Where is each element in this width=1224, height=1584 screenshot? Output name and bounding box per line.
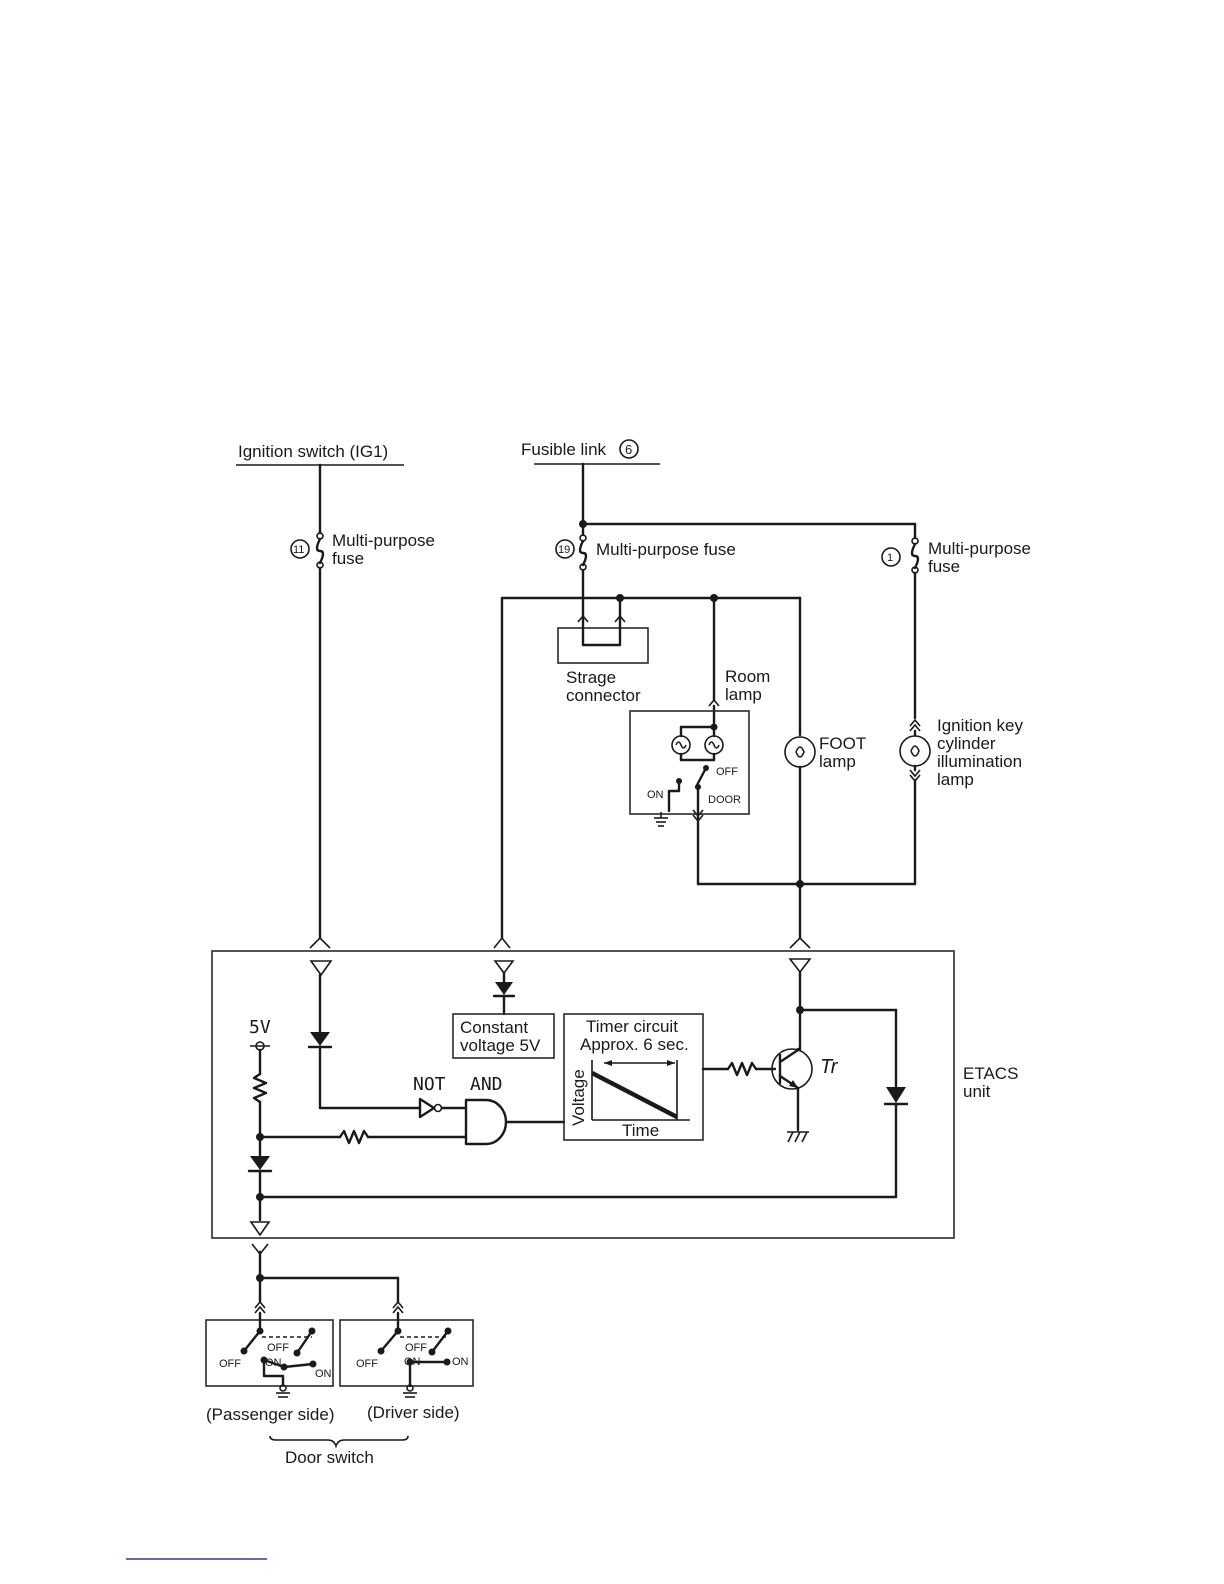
room-door-label: DOOR	[708, 794, 741, 806]
etacs-label-1: ETACS	[963, 1064, 1018, 1083]
constant-voltage-block: Constant voltage 5V	[452, 1013, 555, 1059]
fuse-11-label-2: fuse	[332, 549, 364, 568]
driver-on-label-2: ON	[452, 1356, 469, 1368]
not-gate-label: NOT	[413, 1074, 446, 1095]
not-gate	[418, 1097, 468, 1119]
fusible-link-label: Fusible link	[521, 440, 607, 459]
foot-lamp-label-2: lamp	[819, 752, 856, 771]
door-switch-brace	[269, 1435, 409, 1449]
fuse-19-label: Multi-purpose fuse	[596, 540, 736, 559]
constant-label-2: voltage 5V	[460, 1036, 541, 1055]
and-gate	[464, 1098, 566, 1146]
transistor-label: Tr	[820, 1056, 839, 1078]
room-on-label: ON	[647, 789, 664, 801]
fuse-1-label-1: Multi-purpose	[928, 539, 1031, 558]
timer-circuit-block: Timer circuit Approx. 6 sec. Voltage Tim…	[563, 1013, 704, 1141]
ign-lamp-label-2: cylinder	[937, 734, 996, 753]
ign-lamp-label-4: lamp	[937, 770, 974, 789]
transistor-tr: Tr	[771, 1048, 839, 1090]
fuse-11: 11 Multi-purpose fuse	[290, 463, 435, 940]
timer-label-2: Approx. 6 sec.	[580, 1035, 689, 1054]
driver-on-label-1: ON	[404, 1356, 421, 1368]
ign-lamp-label-3: illumination	[937, 752, 1022, 771]
door-switch-driver: OFF OFF ON ON	[339, 1311, 474, 1398]
fuse-1-number: 1	[887, 552, 893, 564]
fuse-1: 1 Multi-purpose fuse	[881, 522, 1031, 576]
and-gate-label: AND	[470, 1074, 503, 1095]
room-lamp-label-2: lamp	[725, 685, 762, 704]
door-switch-label: Door switch	[285, 1448, 374, 1467]
room-lamp: Room lamp OFF ON DOOR	[629, 596, 770, 886]
driver-side-label: (Driver side)	[367, 1403, 460, 1422]
fuse-11-number: 11	[293, 544, 304, 556]
timer-axis-voltage: Voltage	[569, 1069, 588, 1126]
timer-axis-time: Time	[622, 1121, 659, 1140]
strage-label-1: Strage	[566, 668, 616, 687]
passenger-on-label-1: ON	[265, 1357, 282, 1369]
etacs-unit-box	[211, 950, 955, 1239]
foot-lamp-label-1: FOOT	[819, 734, 866, 753]
ignition-key-illumination-lamp: Ignition key cylinder illumination lamp	[899, 716, 1023, 886]
passenger-off-label-1: OFF	[267, 1342, 289, 1354]
five-volt-label: 5V	[249, 1017, 271, 1038]
constant-label-1: Constant	[460, 1018, 528, 1037]
fuse-1-label-2: fuse	[928, 557, 960, 576]
fuse-19: 19 Multi-purpose fuse	[555, 522, 736, 571]
door-switch-passenger: OFF OFF ON ON	[205, 1311, 334, 1398]
driver-off-label-2: OFF	[356, 1358, 378, 1370]
strage-connector: Strage connector	[557, 614, 649, 705]
ign-lamp-label-1: Ignition key	[937, 716, 1023, 735]
room-off-label: OFF	[716, 766, 738, 778]
fusible-link-number: 6	[625, 442, 632, 457]
ignition-switch-label: Ignition switch (IG1)	[238, 442, 388, 461]
foot-lamp: FOOT lamp	[784, 596, 866, 940]
etacs-label-2: unit	[963, 1082, 991, 1101]
passenger-on-label-2: ON	[315, 1368, 332, 1380]
timer-label-1: Timer circuit	[586, 1017, 678, 1036]
passenger-side-label: (Passenger side)	[206, 1405, 335, 1424]
room-lamp-label-1: Room	[725, 667, 770, 686]
fuse-11-label-1: Multi-purpose	[332, 531, 435, 550]
driver-off-label-1: OFF	[405, 1342, 427, 1354]
fuse-19-number: 19	[558, 544, 570, 556]
passenger-off-label-2: OFF	[219, 1358, 241, 1370]
strage-label-2: connector	[566, 686, 641, 705]
